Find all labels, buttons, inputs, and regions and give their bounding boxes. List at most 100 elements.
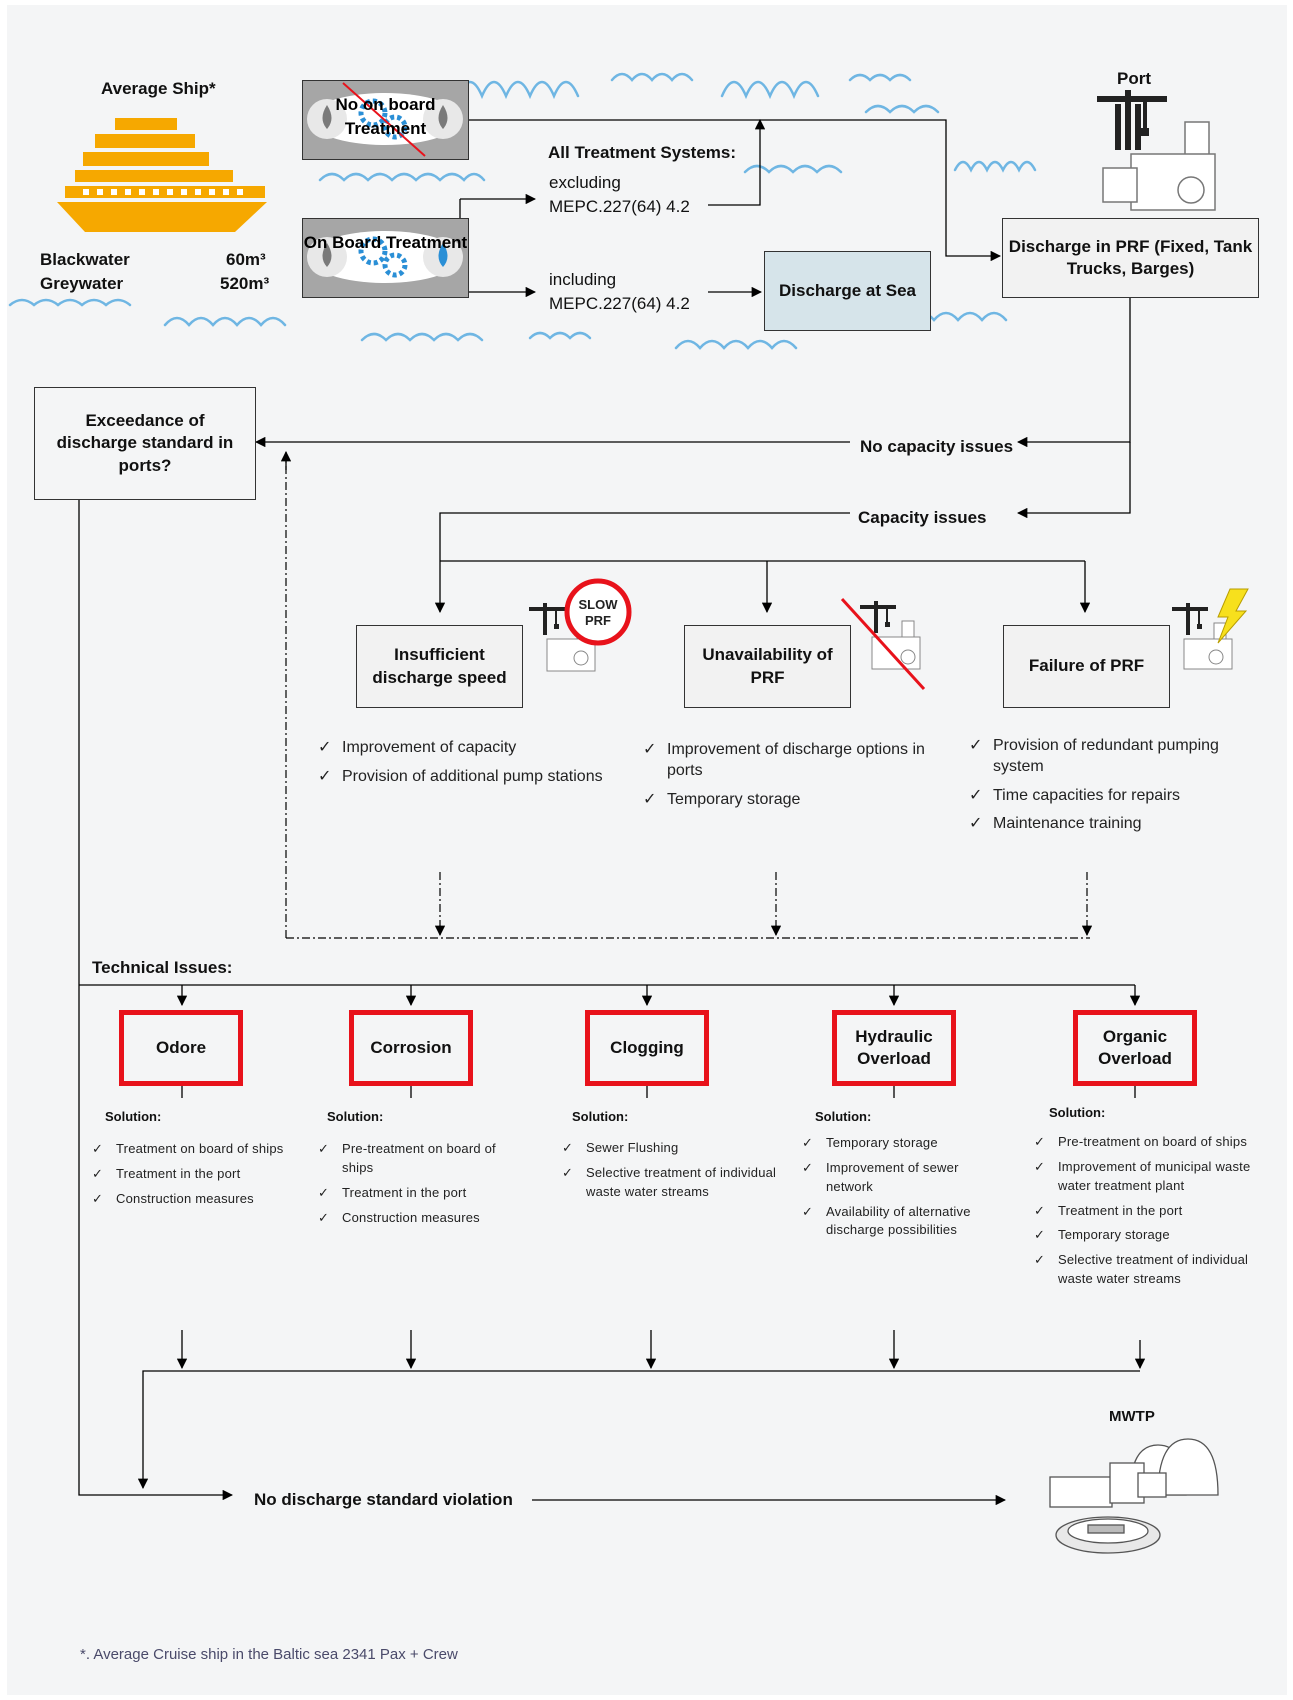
measure-item: Improvement of capacity: [318, 738, 628, 759]
exceedance-question-box: Exceedance of discharge standard in port…: [34, 387, 256, 500]
solution-item: Treatment in the port: [318, 1184, 528, 1203]
excluding-standard: MEPC.227(64) 4.2: [549, 197, 690, 216]
measure-item: Provision of redundant pumping system: [969, 736, 1259, 778]
slow-prf-line1: SLOW: [579, 597, 619, 612]
technical-issue-title: Odore: [155, 1037, 207, 1057]
including-standard: MEPC.227(64) 4.2: [549, 294, 690, 313]
solution-item: Improvement of sewer network: [802, 1159, 1002, 1197]
measure-item: Maintenance training: [969, 814, 1259, 835]
clogging-issue-box: Clogging: [585, 1010, 709, 1086]
technical-issue-title: Hydraulic Overload: [855, 1026, 933, 1068]
failure-prf-box: Failure of PRF: [1003, 625, 1170, 708]
technical-issues-heading: Technical Issues:: [92, 958, 233, 977]
solution-item: Selective treatment of individual waste …: [562, 1164, 792, 1202]
measure-item: Temporary storage: [643, 790, 948, 811]
excluding-label: excluding: [549, 173, 621, 192]
insufficient-discharge-speed-box: Insufficient discharge speed: [356, 625, 523, 708]
solution-list: Pre-treatment on board of ships Improvem…: [1034, 1133, 1269, 1295]
wave: [528, 331, 592, 340]
no-capacity-issues-label: No capacity issues: [860, 437, 1014, 456]
capacity-issues-label: Capacity issues: [858, 508, 987, 527]
blackwater-value: 60m³: [226, 250, 266, 269]
hydraulic-overload-issue-box: Hydraulic Overload: [832, 1010, 956, 1086]
corrosion-issue-box: Corrosion: [349, 1010, 473, 1086]
solution-label: Solution:: [105, 1109, 162, 1124]
wave: [864, 104, 940, 114]
mwtp-plant-icon: [1049, 1438, 1219, 1554]
wave: [163, 316, 287, 327]
solution-label: Solution:: [815, 1109, 872, 1124]
solution-item: Treatment on board of ships: [92, 1140, 307, 1159]
including-label: including: [549, 270, 617, 289]
blackwater-label: Blackwater: [40, 250, 130, 269]
technical-issue-title: Corrosion: [370, 1037, 452, 1057]
solution-item: Selective treatment of individual waste …: [1034, 1251, 1269, 1289]
wave: [720, 80, 820, 100]
port-label: Port: [1117, 69, 1151, 88]
solution-item: Treatment in the port: [1034, 1202, 1269, 1221]
no-onboard-treatment-label: No on board Treatment: [335, 95, 436, 138]
greywater-label: Greywater: [40, 274, 124, 293]
solution-item: Construction measures: [92, 1190, 307, 1209]
wave: [953, 160, 1037, 173]
cruise-ship-icon: [57, 118, 267, 232]
wave: [610, 72, 694, 82]
discharge-prf-box: Discharge in PRF (Fixed, Tank Trucks, Ba…: [1002, 218, 1259, 298]
greywater-value: 520m³: [220, 274, 270, 293]
discharge-at-sea-box: Discharge at Sea: [764, 251, 931, 331]
solution-label: Solution:: [327, 1109, 384, 1124]
measure-item: Provision of additional pump stations: [318, 767, 628, 788]
wave: [8, 298, 132, 307]
footnote: *. Average Cruise ship in the Baltic sea…: [80, 1646, 458, 1663]
slow-prf-line2: PRF: [585, 613, 611, 628]
wave: [318, 172, 486, 182]
measure-item: Improvement of discharge options in port…: [643, 740, 948, 782]
solution-item: Temporary storage: [802, 1134, 1002, 1153]
treatment-icon: [307, 82, 463, 157]
discharge-prf-label: Discharge in PRF (Fixed, Tank Trucks, Ba…: [1008, 236, 1253, 278]
capacity-measures-list: Provision of redundant pumping system Ti…: [969, 736, 1259, 843]
mwtp-label: MWTP: [1109, 1408, 1155, 1425]
wave: [674, 339, 798, 350]
measure-item: Time capacities for repairs: [969, 786, 1259, 807]
wave: [743, 164, 843, 174]
solution-item: Availability of alternative discharge po…: [802, 1203, 1002, 1241]
exceedance-question-label: Exceedance of discharge standard in port…: [56, 411, 234, 475]
solution-item: Improvement of municipal waste water tre…: [1034, 1158, 1269, 1196]
onboard-treatment-label: On Board Treatment: [303, 233, 468, 252]
solution-list: Treatment on board of ships Treatment in…: [92, 1140, 307, 1215]
technical-issue-title: Clogging: [610, 1037, 684, 1057]
no-violation-label: No discharge standard violation: [254, 1490, 513, 1509]
discharge-at-sea-label: Discharge at Sea: [778, 280, 916, 300]
technical-issue-title: Organic Overload: [1098, 1026, 1172, 1068]
unavailable-port-icon: [840, 597, 926, 691]
no-onboard-treatment-box: No on board Treatment: [302, 80, 469, 160]
failed-port-icon: [1172, 588, 1249, 670]
capacity-measures-list: Improvement of discharge options in port…: [643, 740, 948, 818]
solution-label: Solution:: [1049, 1105, 1106, 1120]
all-treatment-systems-label: All Treatment Systems:: [548, 143, 737, 162]
wave: [848, 73, 912, 82]
odore-issue-box: Odore: [119, 1010, 243, 1086]
solution-list: Temporary storage Improvement of sewer n…: [802, 1134, 1002, 1246]
onboard-treatment-box: On Board Treatment: [302, 218, 469, 298]
unavailability-prf-box: Unavailability of PRF: [684, 625, 851, 708]
solution-list: Sewer Flushing Selective treatment of in…: [562, 1139, 792, 1208]
solution-item: Construction measures: [318, 1209, 528, 1228]
capacity-measures-list: Improvement of capacity Provision of add…: [318, 738, 628, 796]
capacity-issue-title: Failure of PRF: [1028, 656, 1145, 676]
solution-item: Pre-treatment on board of ships: [318, 1140, 528, 1178]
solution-item: Temporary storage: [1034, 1226, 1269, 1245]
capacity-issue-title: Insufficient discharge speed: [372, 645, 507, 687]
solution-item: Pre-treatment on board of ships: [1034, 1133, 1269, 1152]
solution-list: Pre-treatment on board of ships Treatmen…: [318, 1140, 528, 1233]
solution-item: Treatment in the port: [92, 1165, 307, 1184]
port-crane-icon: [1097, 90, 1216, 211]
wave: [360, 332, 484, 342]
organic-overload-issue-box: Organic Overload: [1073, 1010, 1197, 1086]
slow-prf-sign: SLOW PRF: [564, 578, 632, 646]
wave: [456, 80, 580, 100]
solution-label: Solution:: [572, 1109, 629, 1124]
